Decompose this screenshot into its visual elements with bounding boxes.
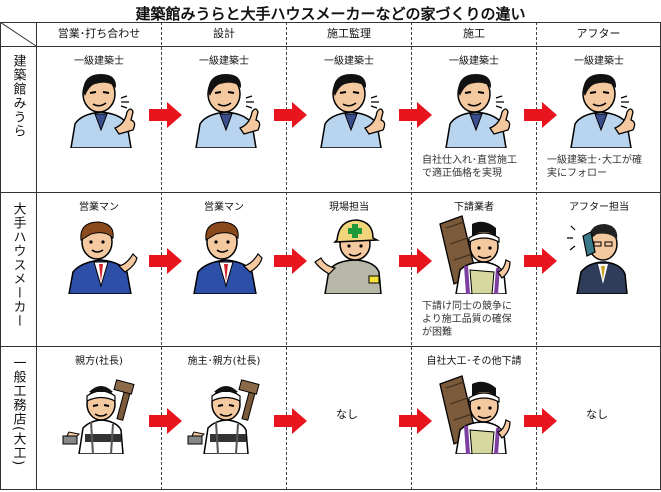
row-header-label: 建築館みうら — [10, 54, 26, 138]
carpenter-figure — [187, 378, 260, 454]
column-header-aftercare: アフター — [576, 27, 621, 40]
cell-role-label: 現場担当 — [329, 202, 369, 213]
architect-figure — [445, 73, 511, 148]
table-border — [0, 22, 1, 490]
cell-note: 一級建築士･大工が確実にフォロー — [547, 154, 642, 180]
site-manager-figure — [314, 219, 382, 294]
header-divider — [0, 46, 661, 47]
none-text: なし — [336, 408, 358, 421]
table-border — [0, 22, 661, 23]
cell-role-label: 自社大工･その他下請 — [426, 356, 522, 367]
cell-role-label: アフター担当 — [569, 202, 629, 213]
flow-arrow-icon — [399, 408, 432, 434]
table-border — [0, 489, 661, 490]
cell-role-label: 一級建築士 — [199, 56, 249, 67]
flow-arrow-icon — [399, 248, 432, 274]
cell-role-label: 一級建築士 — [74, 56, 124, 67]
aftercare-phone-figure — [566, 223, 628, 294]
cell-note-line: 下請け同士の競争に — [422, 301, 512, 312]
flow-arrow-icon — [274, 248, 307, 274]
cell-role-label: 一級建築士 — [574, 56, 624, 67]
flow-arrow-icon — [399, 102, 432, 128]
column-header-sales: 営業･打ち合わせ — [57, 27, 141, 40]
subcontractor-figure — [438, 374, 512, 454]
subcontractor-figure — [438, 214, 512, 294]
cell-note: 下請け同士の競争により施工品質の確保が困難 — [422, 300, 512, 339]
cell-note-line: 自社仕入れ･直営施工 — [422, 155, 517, 166]
column-divider — [36, 22, 37, 490]
cell-role-label: 一級建築士 — [324, 56, 374, 67]
cell-role-label: 親方(社長) — [75, 356, 123, 367]
architect-figure — [320, 73, 386, 148]
column-header-supervision: 施工監理 — [327, 27, 371, 40]
row-header-miura: 建築館みうら — [0, 54, 36, 186]
cell-note-line: 実にフォロー — [547, 168, 607, 179]
architect-figure — [570, 73, 636, 148]
carpenter-figure — [62, 378, 135, 454]
row-divider — [0, 346, 661, 347]
column-header-design: 設計 — [213, 27, 235, 40]
cell-note-line: で適正価格を実現 — [422, 168, 502, 179]
cell-note-line: 一級建築士･大工が確 — [547, 155, 642, 166]
row-divider — [0, 192, 661, 193]
row-header-label: 大手ハウスメーカー — [10, 202, 26, 328]
flow-arrow-icon — [274, 102, 307, 128]
flow-arrow-icon — [149, 248, 182, 274]
flow-arrow-icon — [274, 408, 307, 434]
page-title: 建築館みうらと大手ハウスメーカーなどの家づくりの違い — [135, 5, 526, 23]
cell-role-label: 営業マン — [79, 202, 119, 213]
cell-role-label: 下請業者 — [454, 202, 494, 213]
architect-figure — [70, 73, 136, 148]
cell-note-line: が困難 — [422, 327, 452, 338]
column-header-construction: 施工 — [463, 27, 485, 40]
cell-note: 自社仕入れ･直営施工で適正価格を実現 — [422, 154, 517, 180]
row-header-housemaker: 大手ハウスメーカー — [0, 202, 36, 342]
flow-arrow-icon — [149, 102, 182, 128]
cell-role-label: 施主･親方(社長) — [187, 356, 261, 367]
cell-note-line: より施工品質の確保 — [422, 314, 512, 325]
cell-role-label: 営業マン — [204, 202, 244, 213]
flow-arrow-icon — [149, 408, 182, 434]
none-text: なし — [586, 408, 608, 421]
row-header-label: 一般工務店(大工) — [10, 356, 26, 467]
salesman-figure — [68, 221, 138, 294]
corner-diagonal — [0, 22, 37, 47]
comparison-table: 営業･打ち合わせ 設計 施工監理 施工 アフター 建築館みうら 大手ハウスメーカ… — [0, 22, 661, 490]
row-header-builder: 一般工務店(大工) — [0, 356, 36, 484]
flow-arrow-icon — [524, 102, 557, 128]
cell-role-label: 一級建築士 — [449, 56, 499, 67]
flow-arrow-icon — [524, 248, 557, 274]
salesman-figure — [193, 221, 263, 294]
flow-arrow-icon — [524, 408, 557, 434]
architect-figure — [195, 73, 261, 148]
